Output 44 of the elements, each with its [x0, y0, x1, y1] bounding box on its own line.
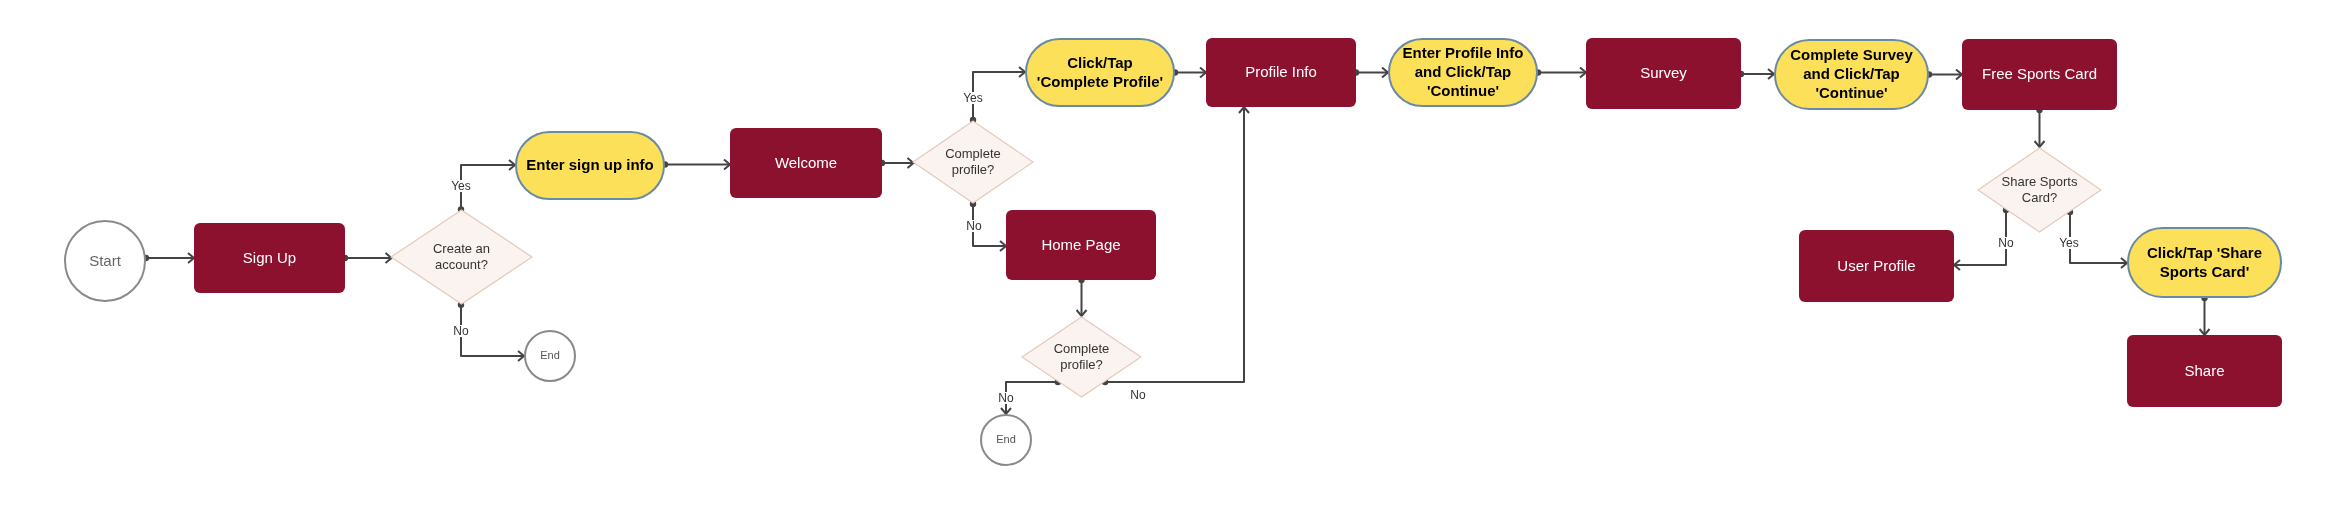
node-label: Click/Tap 'Complete Profile' — [1035, 53, 1165, 92]
node-label: Sign Up — [241, 248, 298, 268]
node-label: User Profile — [1836, 256, 1917, 276]
node-label: End — [539, 349, 561, 363]
process-box — [1962, 39, 2117, 110]
connector-arrow — [1000, 378, 1062, 415]
edge-label: No — [1996, 237, 2016, 249]
edge-label: No — [1128, 389, 1148, 401]
process-box — [2127, 335, 2282, 407]
edge-label: Yes — [449, 180, 473, 192]
connector-arrow — [969, 66, 1026, 124]
node-label: End — [995, 433, 1017, 447]
node-label: Enter Profile Info and Click/Tap 'Continue' — [1401, 44, 1525, 101]
connector-arrow — [457, 301, 525, 362]
node-label: Share Sports Card? — [2000, 173, 2079, 207]
process-box — [730, 128, 882, 198]
node-label: Create an account? — [431, 240, 492, 274]
process-box — [1206, 38, 1356, 107]
node-label: Free Sports Card — [1980, 65, 2098, 84]
process-box — [1799, 230, 1954, 302]
node-label: Complete profile? — [1052, 340, 1111, 374]
node-label: Profile Info — [1244, 63, 1318, 82]
connector-arrow — [969, 200, 1007, 252]
process-box — [194, 223, 345, 293]
edge-label: No — [964, 220, 984, 232]
node-label: Share — [2183, 361, 2226, 381]
process-box — [1586, 38, 1741, 109]
node-label: Survey — [1639, 64, 1688, 83]
node-label: Complete profile? — [944, 145, 1002, 179]
node-label: Welcome — [773, 153, 839, 173]
node-label: Click/Tap 'Share Sports Card' — [2146, 243, 2263, 282]
connector-arrow — [2066, 208, 2128, 269]
node-label: Start — [88, 251, 122, 271]
connector-arrow — [1101, 106, 1250, 386]
edge-label: No — [996, 392, 1016, 404]
process-box — [1006, 210, 1156, 280]
node-label: Complete Survey and Click/Tap 'Continue' — [1789, 46, 1914, 103]
connector-arrow — [1953, 206, 2010, 271]
connector-arrow — [457, 159, 516, 213]
edge-label: Yes — [961, 92, 985, 104]
node-label: Home Page — [1040, 235, 1122, 255]
node-label: Enter sign up info — [525, 156, 655, 175]
edge-label: No — [451, 325, 471, 337]
edge-label: Yes — [2057, 237, 2081, 249]
